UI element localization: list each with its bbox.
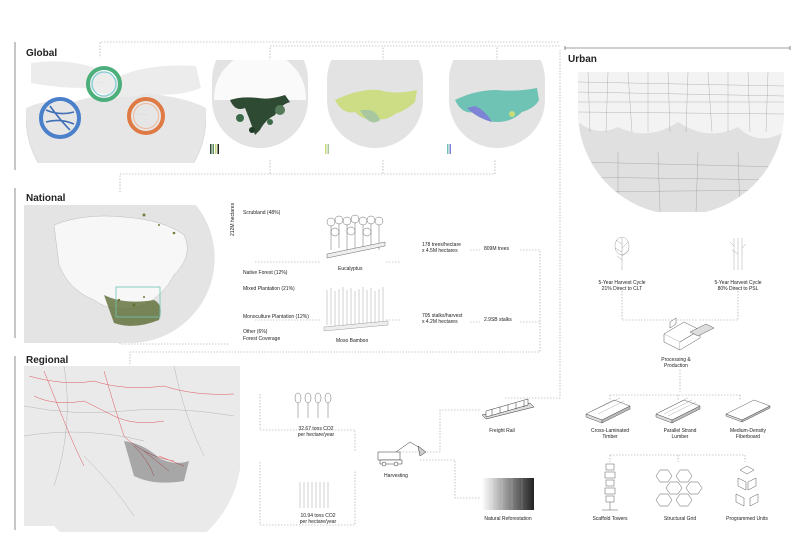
product-psl-line2: Lumber [671, 434, 689, 440]
svg-text:· · · · · ·: · · · · · · [138, 112, 148, 116]
eucalyptus-density: 178 trees/hectare [422, 242, 461, 248]
cycle-left-line1: 5-Year Harvest Cycle [598, 280, 646, 286]
harvest-cycle-eucalyptus-icon [614, 236, 630, 270]
regional-road-network-map [24, 366, 240, 532]
section-title-national: National [26, 193, 66, 204]
forest-map-light [325, 60, 423, 154]
eucalyptus-label: Eucalyptus [338, 266, 363, 272]
co2-trees-line1: 32.67 tons CO2 [298, 426, 334, 432]
eucalyptus-tree-grid [326, 214, 386, 259]
urban-city-map [578, 72, 784, 212]
harvesting-label: Harvesting [384, 473, 408, 479]
cycle-right-line1: 5-Year Harvest Cycle [714, 280, 762, 286]
coverage-forest: Forest Coverage [243, 336, 281, 342]
product-clt-line1: Cross-Laminated [590, 428, 630, 434]
freight-rail-label: Freight Rail [489, 428, 515, 434]
eucalyptus-total: 809M trees [484, 246, 510, 252]
forest-map-teal [447, 60, 545, 154]
section-title-regional: Regional [26, 355, 69, 366]
processing-line1: Processing & [661, 357, 691, 363]
coverage-native: Native Forest (12%) [243, 270, 288, 276]
scaffold-tower-icon [602, 463, 618, 511]
product-mdf-line1: Medium-Density [729, 428, 767, 434]
legend-swatches [210, 144, 219, 154]
processing-line2: Production [664, 363, 688, 369]
ring-chart-blue [39, 97, 81, 139]
coverage-scrubland: Scrubland (48%) [243, 210, 281, 216]
ring-chart-orange [127, 97, 165, 135]
co2-trees-line2: per hectare/year [297, 432, 335, 438]
co2-bamboo-line2: per hectare/year [299, 519, 337, 525]
mdf-panel-icon [725, 399, 771, 423]
global-world-map: · · · · · · · · · · · · [26, 58, 206, 163]
bamboo-total: 2.9SB stalks [484, 317, 512, 323]
china-forest-map [24, 205, 215, 343]
carbon-bamboo-icons [299, 482, 329, 508]
cycle-left-line2: 21% Direct to CLT [601, 286, 643, 292]
carbon-tree-icons [294, 392, 332, 418]
eucalyptus-area: x 4.5M hectares [422, 248, 458, 254]
hectares-side-label: 212M hectares [230, 202, 236, 236]
coverage-mixed: Mixed Plantation (21%) [243, 286, 295, 292]
section-title-global: Global [26, 48, 58, 59]
programmed-units-icon [735, 465, 759, 507]
svg-text:· · · · · ·: · · · · · · [96, 80, 106, 84]
harvest-cycle-bamboo-icon [729, 238, 747, 270]
section-title-urban: Urban [568, 54, 597, 65]
forest-map-dense [210, 60, 308, 154]
bamboo-density: 705 stalks/harvest [422, 313, 463, 319]
use-scaffold-label: Scaffold Towers [592, 516, 628, 522]
product-clt-line2: Timber [602, 434, 618, 440]
bamboo-label: Moso Bamboo [336, 338, 369, 344]
structural-grid-icon [655, 469, 703, 507]
ring-chart-green [86, 66, 122, 102]
processing-machine-icon [663, 317, 715, 351]
clt-panel-icon [585, 398, 631, 424]
bamboo-area: x 4.2M hectares [422, 319, 458, 325]
harvester-machine-icon [377, 441, 427, 467]
use-units-label: Programmed Units [726, 516, 768, 522]
product-mdf-line2: Fiberboard [735, 434, 761, 440]
psl-panel-icon [655, 398, 701, 424]
coverage-monoculture: Monoculture Plantation (12%) [243, 314, 309, 320]
product-psl-line1: Parallel Strand [663, 428, 697, 434]
reforestation-gradient [482, 478, 534, 510]
coverage-other: Other (6%) [243, 329, 268, 335]
cycle-right-line2: 80% Direct to PSL [717, 286, 759, 292]
freight-rail-icon [481, 398, 535, 420]
moso-bamboo-grid [323, 287, 389, 332]
co2-bamboo-line1: 10.94 tons CO2 [300, 513, 336, 519]
natural-reforestation-label: Natural Reforestation [484, 516, 532, 522]
use-grid-label: Structural Grid [663, 516, 697, 522]
